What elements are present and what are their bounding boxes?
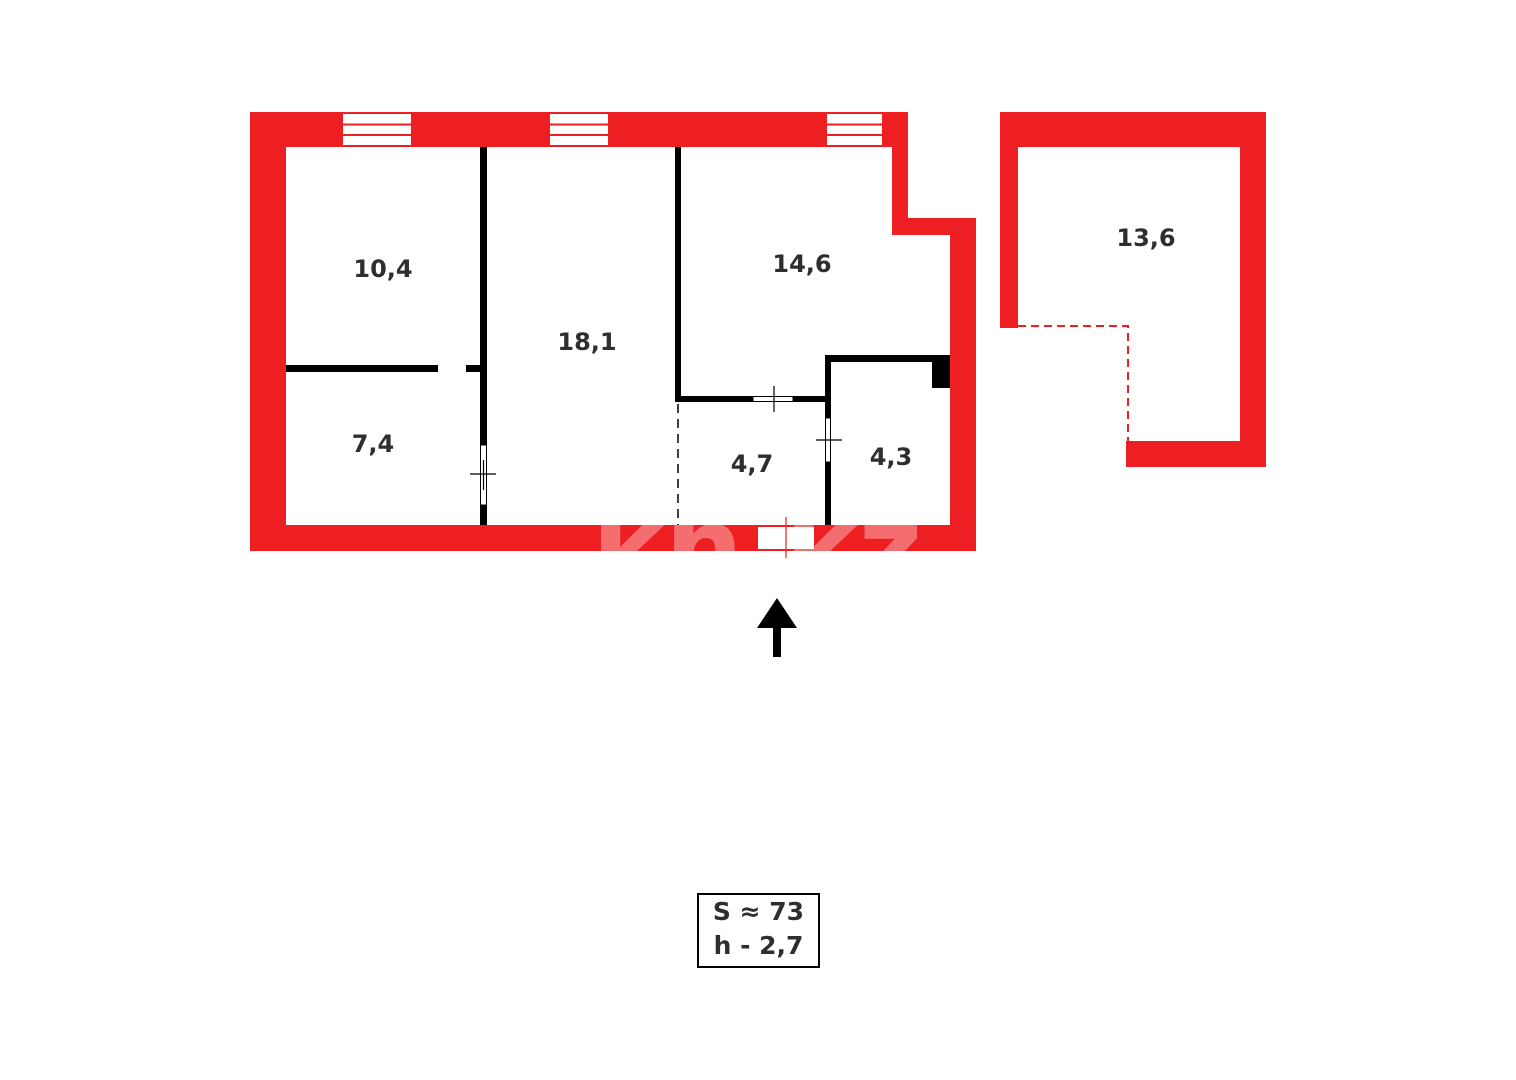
watermark: kn.kz: [592, 483, 922, 611]
room-area-label: 10,4: [353, 255, 412, 283]
door: [816, 417, 842, 463]
room-area-label: 7,4: [352, 430, 395, 458]
room-area-label: 4,3: [870, 443, 913, 471]
door: [752, 386, 794, 412]
balcony-opening: [1018, 325, 1129, 441]
interior-walls: [286, 147, 950, 525]
room-area-label: 14,6: [772, 250, 831, 278]
summary-box: S ≈ 73 h - 2,7: [697, 893, 820, 968]
balcony-area-label: 13,6: [1116, 224, 1175, 252]
window: [827, 114, 882, 145]
exterior-wall: [250, 112, 976, 551]
window: [550, 114, 608, 145]
entrance-door: [758, 517, 814, 558]
door: [470, 444, 496, 506]
window: [343, 114, 411, 145]
balcony-wall: [1000, 112, 1266, 467]
room-area-label: 4,7: [731, 450, 774, 478]
arrow-up-icon: [757, 598, 797, 657]
ceiling-height: h - 2,7: [713, 931, 804, 960]
total-area: S ≈ 73: [712, 897, 805, 926]
room-area-label: 18,1: [557, 328, 616, 356]
